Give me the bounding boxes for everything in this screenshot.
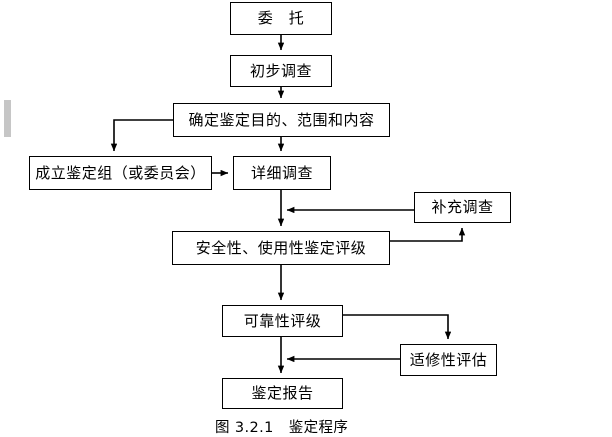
margin-revision-mark xyxy=(4,100,11,137)
node-repairability-assessment-label: 适修性评估 xyxy=(409,350,488,369)
node-detailed-survey[interactable]: 详细调查 xyxy=(233,156,331,190)
node-reliability-rating[interactable]: 可靠性评级 xyxy=(222,305,343,337)
node-safety-rating-label: 安全性、使用性鉴定评级 xyxy=(195,238,367,257)
node-define-scope[interactable]: 确定鉴定目的、范围和内容 xyxy=(173,103,390,137)
node-supplementary-survey[interactable]: 补充调查 xyxy=(414,192,511,223)
figure-caption: 图 3.2.1 鉴定程序 xyxy=(215,420,349,436)
node-safety-rating[interactable]: 安全性、使用性鉴定评级 xyxy=(172,231,390,265)
node-entrust-label: 委 托 xyxy=(257,9,305,27)
node-repairability-assessment[interactable]: 适修性评估 xyxy=(400,344,497,376)
node-form-group-label: 成立鉴定组（或委员会） xyxy=(35,163,206,182)
connector-safety-to-supplementary xyxy=(390,227,466,242)
node-detailed-survey-label: 详细调查 xyxy=(250,163,313,182)
node-entrust[interactable]: 委 托 xyxy=(230,2,332,35)
node-reliability-rating-label: 可靠性评级 xyxy=(243,311,322,330)
node-form-group[interactable]: 成立鉴定组（或委员会） xyxy=(29,156,212,190)
connector-reliability-to-repairability xyxy=(343,314,452,340)
node-appraisal-report[interactable]: 鉴定报告 xyxy=(222,378,343,409)
node-preliminary-survey[interactable]: 初步调查 xyxy=(230,55,332,87)
node-appraisal-report-label: 鉴定报告 xyxy=(251,384,314,402)
node-preliminary-survey-label: 初步调查 xyxy=(249,61,312,80)
connector-define-to-form-group xyxy=(110,119,173,152)
node-define-scope-label: 确定鉴定目的、范围和内容 xyxy=(188,110,375,129)
node-supplementary-survey-label: 补充调查 xyxy=(431,198,494,216)
